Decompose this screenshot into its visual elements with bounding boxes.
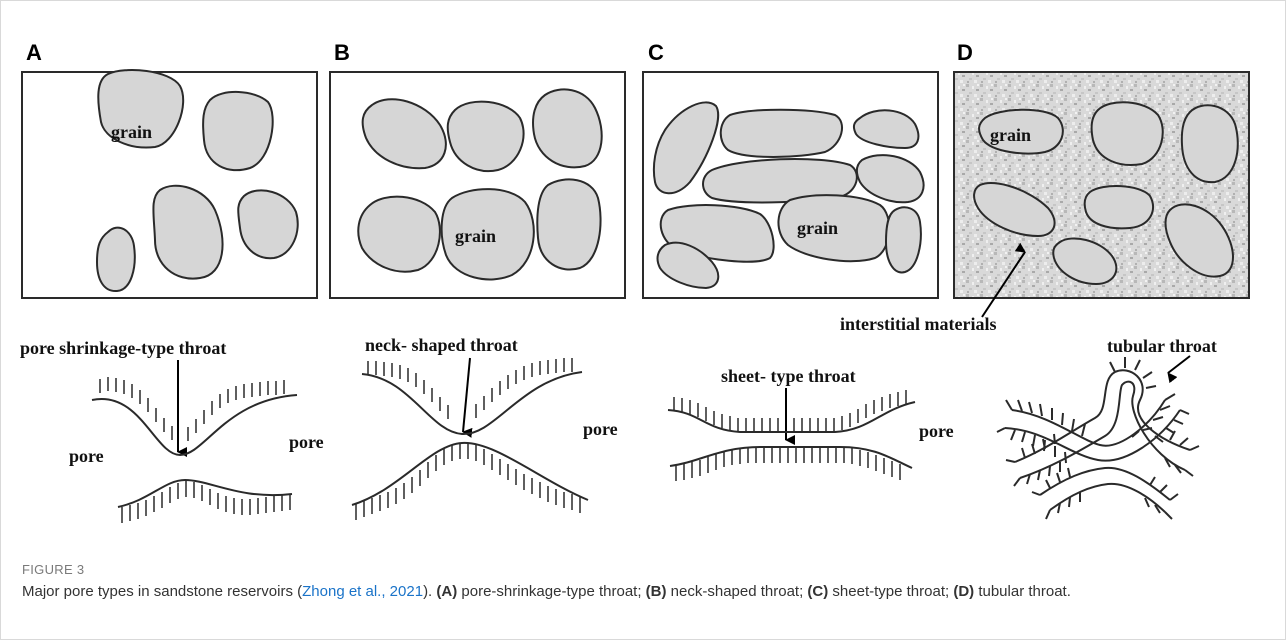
panel-a-throat-label: pore shrinkage-type throat bbox=[20, 338, 226, 358]
panel-d-tubular-throat bbox=[997, 357, 1199, 519]
panel-a-grains-box bbox=[22, 70, 317, 298]
panel-c-grains-box bbox=[643, 72, 938, 298]
panel-c-throat-label: sheet- type throat bbox=[721, 366, 856, 386]
caption-d-text: tubular throat. bbox=[974, 583, 1071, 600]
panel-c-grain-label: grain bbox=[797, 218, 838, 238]
caption-intro: Major pore types in sandstone reservoirs… bbox=[22, 583, 302, 600]
caption-text: Major pore types in sandstone reservoirs… bbox=[22, 581, 1252, 602]
panel-a-pore-left-label: pore bbox=[69, 446, 104, 466]
panel-a-grain-label: grain bbox=[111, 122, 152, 142]
caption-c-tag: (C) bbox=[807, 583, 828, 600]
panel-b-throat-walls bbox=[352, 358, 588, 520]
caption-d-tag: (D) bbox=[953, 583, 974, 600]
caption-label: FIGURE 3 bbox=[22, 562, 1252, 577]
panel-b-grains-box bbox=[330, 72, 625, 298]
caption-c-text: sheet-type throat; bbox=[828, 583, 953, 600]
panel-d-grains-box bbox=[954, 72, 1249, 298]
panel-b-throat-arrow bbox=[463, 358, 470, 432]
caption-b-tag: (B) bbox=[646, 583, 667, 600]
panel-b-throat-label: neck- shaped throat bbox=[365, 335, 518, 355]
panel-d-grain-label: grain bbox=[990, 125, 1031, 145]
panel-d-interstitial-label: interstitial materials bbox=[840, 314, 996, 334]
caption-b-text: neck-shaped throat; bbox=[667, 583, 808, 600]
panel-d-throat-arrow bbox=[1168, 356, 1190, 373]
figure-caption: FIGURE 3 Major pore types in sandstone r… bbox=[22, 562, 1252, 602]
caption-a-tag: (A) bbox=[436, 583, 457, 600]
panel-a-pore-right-label: pore bbox=[289, 432, 324, 452]
caption-a-text: pore-shrinkage-type throat; bbox=[457, 583, 645, 600]
panel-c-pore-right-label: pore bbox=[919, 421, 954, 441]
caption-after-citation: ). bbox=[423, 583, 436, 600]
panel-a-throat-walls bbox=[92, 377, 297, 523]
figure-illustration: grain pore shrinkage-type throat pore po… bbox=[0, 0, 1287, 560]
panel-d-throat-label: tubular throat bbox=[1107, 336, 1217, 356]
caption-citation-link[interactable]: Zhong et al., 2021 bbox=[302, 583, 423, 600]
panel-c-throat-walls bbox=[668, 390, 915, 481]
panel-b-grain-label: grain bbox=[455, 226, 496, 246]
panel-b-pore-right-label: pore bbox=[583, 419, 618, 439]
